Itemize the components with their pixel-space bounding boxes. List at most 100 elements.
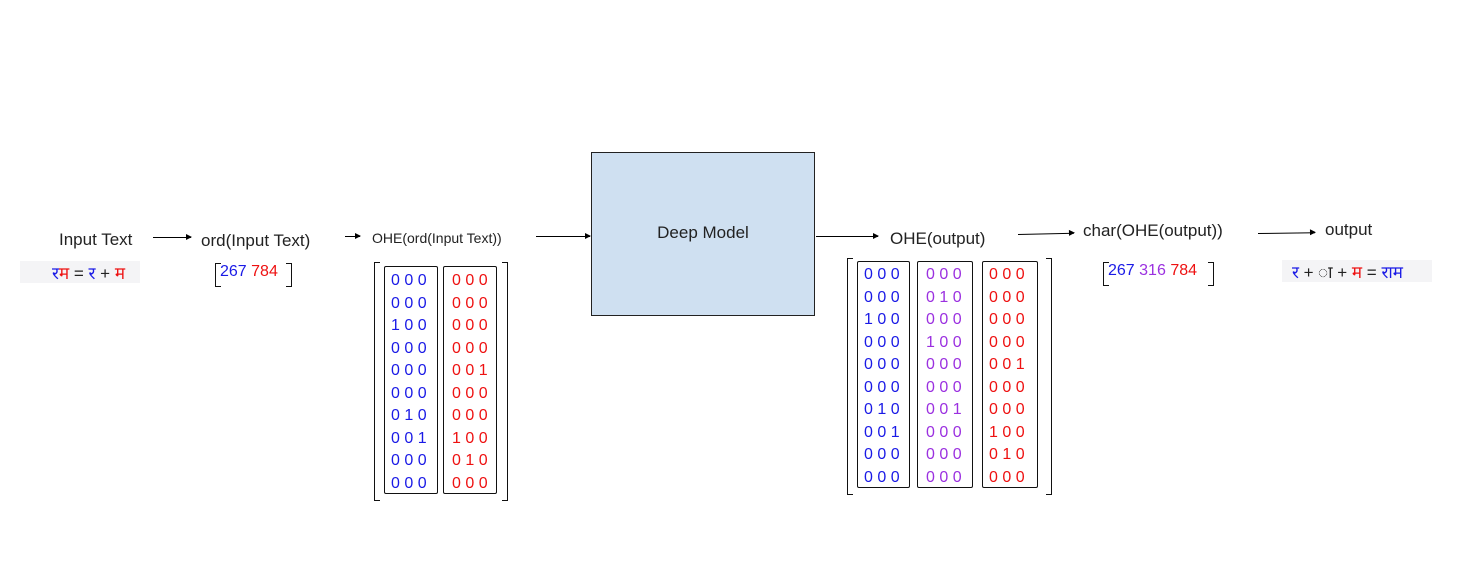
ord-value-1: 267: [220, 263, 247, 280]
output-matrix-col2: 0 0 0 0 1 0 0 0 0 1 0 0 0 0 0 0 0 0 0 0 1 0 0 0…: [926, 264, 962, 489]
input-matrix-col2-row: 0 0 0: [452, 384, 488, 402]
output-matrix-col3-row: 1 0 0: [989, 423, 1025, 441]
char-vector: 267 316 784: [1108, 262, 1197, 280]
output-matrix-col2-row: 0 0 0: [926, 266, 962, 283]
char-value-1: 267: [1108, 262, 1135, 279]
label-input-text: Input Text: [59, 230, 133, 249]
output-char-r: र: [1292, 263, 1299, 282]
output-matrix-left-bracket: [847, 258, 853, 495]
input-matrix-col2: 0 0 0 0 0 0 0 0 0 0 0 0 0 0 1 0 0 0 0 0 0 1 0 0…: [452, 270, 488, 495]
input-matrix-col2-row: 0 0 0: [452, 339, 488, 357]
input-matrix-left-bracket: [374, 262, 380, 501]
output-equation: र + ा + म = राम: [1292, 260, 1403, 283]
output-matrix-col2-row: 0 0 0: [926, 356, 962, 373]
ord-vector-left-bracket: [215, 263, 221, 287]
input-matrix-col2-row: 0 0 0: [452, 272, 488, 289]
arrow-3: [536, 233, 591, 239]
output-matrix-col1-row: 1 0 0: [864, 311, 900, 328]
input-matrix-col1-row: 0 0 0: [391, 362, 427, 379]
char-value-2: 316: [1139, 262, 1166, 279]
output-matrix-col1-row: 0 0 1: [864, 423, 900, 441]
output-matrix-col1-row: 0 0 0: [864, 446, 900, 463]
deep-model-box: Deep Model: [591, 152, 815, 316]
input-matrix-col1-row: 1 0 0: [391, 317, 427, 334]
arrow-1: [153, 234, 192, 240]
deep-model-label: Deep Model: [657, 223, 749, 242]
output-char-m: म: [1351, 263, 1363, 282]
char-vector-left-bracket: [1103, 262, 1109, 286]
input-matrix-col1-row: 0 0 0: [391, 384, 427, 402]
output-matrix-col2-row: 0 1 0: [926, 288, 962, 306]
arrow-6: [1257, 232, 1316, 234]
input-matrix-col1-row: 0 0 0: [391, 474, 427, 492]
input-word-r: र: [52, 264, 59, 283]
output-matrix-col2-row: 0 0 0: [926, 468, 962, 486]
output-plus-1: +: [1298, 263, 1333, 282]
input-matrix-col2-row: 0 0 1: [452, 362, 488, 379]
input-equation: रम = र + म: [52, 261, 125, 284]
input-eq-sign: =: [69, 264, 89, 283]
arrow-4: [816, 233, 879, 239]
input-word-m: म: [58, 264, 70, 283]
input-matrix-col2-row: 0 1 0: [452, 452, 488, 469]
output-matrix-col3-row: 0 1 0: [989, 446, 1025, 463]
output-matrix-col3-row: 0 0 1: [989, 356, 1025, 373]
output-matrix-col1: 0 0 0 0 0 0 1 0 0 0 0 0 0 0 0 0 0 0 0 1 0 0 0 1…: [864, 264, 900, 489]
output-matrix-col3-box: [982, 261, 1038, 488]
output-matrix-col3-row: 0 0 0: [989, 468, 1025, 486]
output-matrix-col3-row: 0 0 0: [989, 378, 1025, 396]
output-matrix-col1-row: 0 0 0: [864, 378, 900, 396]
output-matrix-col2-row: 0 0 0: [926, 378, 962, 396]
output-matrix-col2-row: 0 0 0: [926, 423, 962, 441]
input-matrix-col1-row: 0 1 0: [391, 407, 427, 424]
output-matrix-col2-row: 0 0 0: [926, 311, 962, 328]
arrow-5: [1017, 232, 1074, 235]
input-equation-chip: [20, 261, 140, 283]
input-char-m: म: [114, 264, 125, 283]
input-plus: +: [95, 264, 115, 283]
input-matrix-col1-row: 0 0 0: [391, 339, 427, 357]
char-value-3: 784: [1170, 262, 1198, 279]
input-matrix-col1-row: 0 0 0: [391, 294, 427, 312]
label-ord-input-text: ord(Input Text): [201, 231, 311, 250]
output-matrix-col2-row: 0 0 0: [926, 446, 962, 463]
output-matrix-col2-row: 0 0 1: [926, 401, 962, 418]
output-matrix-col3: 0 0 0 0 0 0 0 0 0 0 0 0 0 0 1 0 0 0 0 0 0 1 0 0…: [989, 264, 1025, 489]
input-char-r: र: [88, 264, 96, 283]
input-matrix-col2-box: [443, 266, 497, 494]
input-matrix-col2-row: 0 0 0: [452, 407, 488, 424]
input-matrix-col1-row: 0 0 0: [391, 452, 427, 469]
output-result-word: राम: [1381, 263, 1403, 282]
output-matrix-col1-row: 0 0 0: [864, 356, 900, 373]
output-matrix-col1-row: 0 0 0: [864, 468, 900, 486]
input-matrix-col1-row: 0 0 0: [391, 272, 427, 289]
output-matrix-col1-row: 0 1 0: [864, 401, 900, 418]
input-matrix-col1: 0 0 0 0 0 0 1 0 0 0 0 0 0 0 0 0 0 0 0 1 0 0 0 1…: [391, 270, 427, 495]
output-matrix-col1-row: 0 0 0: [864, 266, 900, 283]
output-matrix-col3-row: 0 0 0: [989, 266, 1025, 283]
label-ohe-output: OHE(output): [890, 229, 986, 248]
char-vector-right-bracket: [1208, 262, 1214, 286]
input-matrix-col2-row: 0 0 0: [452, 294, 488, 312]
arrow-2: [345, 233, 361, 239]
output-matrix-col2-box: [917, 261, 973, 488]
output-matrix-col3-row: 0 0 0: [989, 333, 1025, 351]
label-char-ohe-output: char(OHE(output)): [1083, 221, 1223, 240]
output-matrix-col3-row: 0 0 0: [989, 311, 1025, 328]
output-matrix-col3-row: 0 0 0: [989, 401, 1025, 418]
input-matrix-col2-row: 0 0 0: [452, 474, 488, 492]
ord-vector: 267 784: [220, 263, 278, 281]
input-matrix-col2-row: 1 0 0: [452, 429, 488, 447]
label-output: output: [1325, 220, 1373, 239]
output-equation-chip: [1282, 260, 1432, 282]
output-plus-2: +: [1332, 263, 1352, 282]
input-matrix-col1-row: 0 0 1: [391, 429, 427, 447]
input-matrix-col1-box: [384, 266, 438, 494]
ord-value-2: 784: [251, 263, 278, 280]
output-matrix-col3-row: 0 0 0: [989, 288, 1025, 306]
output-matrix-col1-row: 0 0 0: [864, 288, 900, 306]
input-matrix-col2-row: 0 0 0: [452, 317, 488, 334]
ord-vector-right-bracket: [286, 263, 292, 287]
output-eq-sign: =: [1362, 263, 1382, 282]
output-matrix-col2-row: 1 0 0: [926, 333, 962, 351]
